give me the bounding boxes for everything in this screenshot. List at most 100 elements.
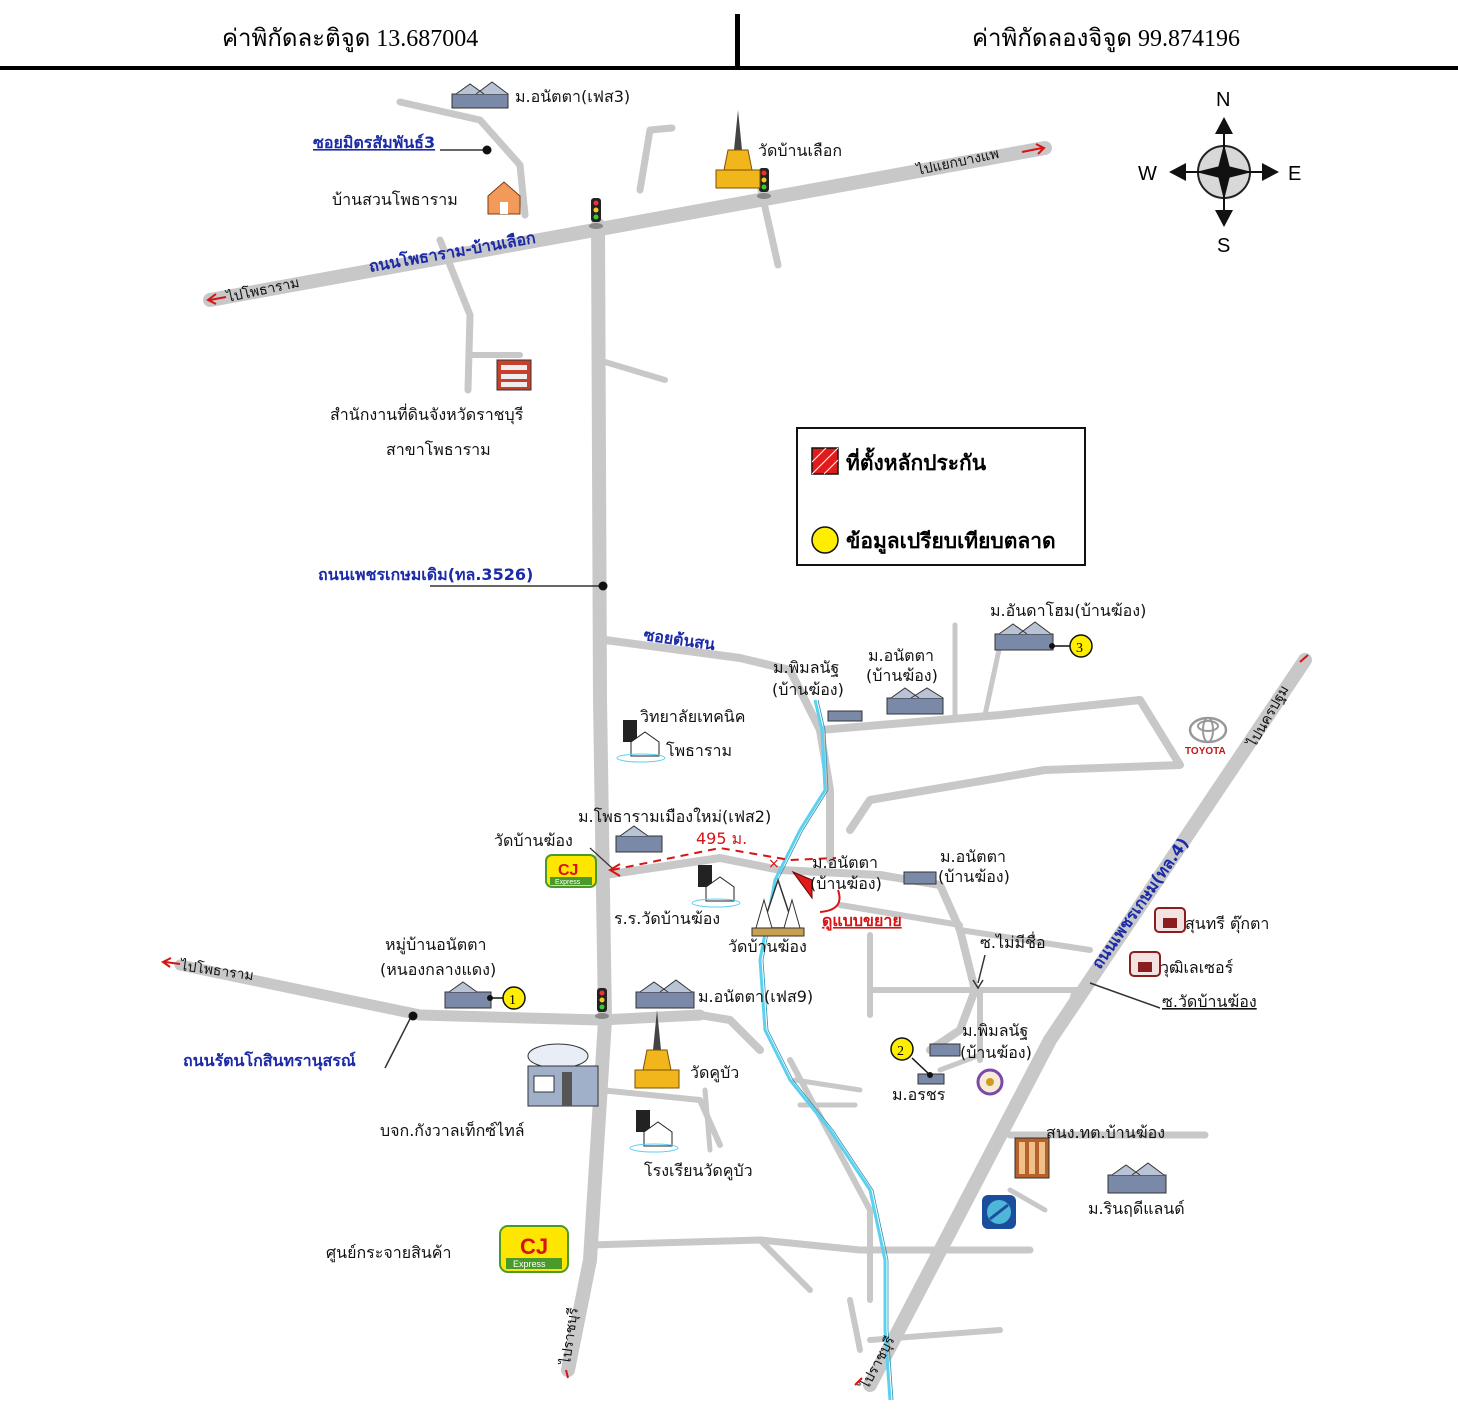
svg-text:TOYOTA: TOYOTA (1185, 746, 1226, 757)
label-road-rattanakosin: ถนนรัตนโกสินทรานุสรณ์ (183, 1050, 356, 1071)
legend-market-label: ข้อมูลเปรียบเทียบตลาด (846, 529, 1056, 555)
svg-text:ไปแยกบางแพ: ไปแยกบางแพ (914, 145, 1000, 179)
house-icon (615, 825, 663, 853)
house-icon (886, 687, 944, 715)
house-icon (1107, 1162, 1167, 1194)
label-ban-suan: บ้านสวนโพธาราม (332, 190, 458, 209)
house-icon (994, 621, 1054, 651)
market-marker-1: 1 (487, 986, 526, 1010)
compass-e: E (1288, 163, 1301, 185)
market-marker-2: 2 (890, 1037, 933, 1078)
label-photharam-new: ม.โพธารามเมืองใหม่(เฟส2) (578, 807, 771, 826)
label-wat-banmong: วัดบ้านฆ้อง (728, 937, 807, 956)
label-road-petchkasem-old: ถนนเพชรเกษมเดิม(ทล.3526) (318, 565, 533, 584)
factory-icon (527, 1043, 599, 1107)
river (758, 699, 892, 1401)
label-anta-home: ม.อันดาโฮม(บ้านฆ้อง) (990, 601, 1146, 620)
market-marker-3: 3 (1049, 634, 1093, 658)
label-anatta-phase9: ม.อนัตตา(เฟส9) (698, 987, 813, 1006)
header-divider (735, 14, 740, 68)
label-rinrudee: ม.รินฤดีแลนด์ (1088, 1199, 1185, 1218)
label-soi-mitsamphan: ซอยมิตรสัมพันธ์3 (313, 133, 435, 152)
label-land-office-2: สาขาโพธาราม (386, 440, 491, 459)
road-rattanakosin (174, 959, 706, 1026)
label-land-office-1: สำนักงานที่ดินจังหวัดราชบุรี (330, 403, 524, 425)
gas-station-icon (982, 1195, 1016, 1229)
collateral-marker (791, 870, 813, 900)
compass-n: N (1216, 89, 1230, 111)
house-icon (451, 81, 509, 109)
phone-shop-icon (1154, 907, 1186, 933)
svg-text:3: 3 (1076, 641, 1083, 656)
traffic-light-icon (595, 988, 609, 1019)
legend-market-swatch (811, 526, 839, 554)
compass-rose: N S E W (1138, 89, 1301, 257)
label-wat-khubon: วัดคูบัว (690, 1063, 739, 1083)
label-factory: บจก.กังวาลเท็กซ์ไทล์ (380, 1120, 525, 1140)
svg-text:ไปโพธาราม: ไปโพธาราม (224, 274, 301, 306)
temple-icon (634, 1010, 680, 1089)
svg-text:2: 2 (897, 1044, 904, 1059)
label-athorn: ม.อรชร (892, 1085, 946, 1104)
distance-line (611, 846, 837, 871)
label-pimon-2: ม.พิมลนัฐ (962, 1021, 1028, 1040)
office-building-icon (496, 359, 532, 391)
school-icon (691, 865, 741, 908)
label-sunthree: สุนทรี ตุ๊กตา (1185, 914, 1269, 934)
label-wutti: วุฒิเลเซอร์ (1160, 958, 1234, 978)
label-tech-college-1: วิทยาลัยเทคนิค (640, 707, 745, 726)
label-anatta-phase3: ม.อนัตตา(เฟส3) (515, 87, 630, 106)
school-icon (629, 1110, 679, 1153)
longitude-readout: ค่าพิกัดลองจิจูด 99.874196 (972, 26, 1241, 52)
house-icon (903, 871, 937, 885)
label-pimon-2b: (บ้านฆ้อง) (960, 1043, 1032, 1062)
temple-icon (751, 877, 805, 937)
label-anatta-right-b: (บ้านฆ้อง) (938, 867, 1010, 886)
legend-collateral-label: ที่ตั้งหลักประกัน (846, 447, 987, 475)
home-icon (487, 181, 521, 215)
label-wat-banluek: วัดบ้านเลือก (758, 141, 842, 160)
label-sonor: สนง.ทต.บ้านฆ้อง (1046, 1123, 1165, 1142)
label-village-1: หมู่บ้านอนัตตา (385, 935, 486, 955)
road-petchkasem-old (561, 218, 612, 1377)
svg-text:1: 1 (509, 993, 516, 1008)
road-photharam-banluek (203, 141, 1052, 307)
house-icon (444, 981, 492, 1009)
svg-text:Express: Express (555, 879, 581, 886)
svg-text:CJ: CJ (520, 1234, 548, 1259)
road-petchkasem (863, 653, 1312, 1392)
cross-mark: × (768, 856, 780, 872)
label-soi-wat-banmong: ซ.วัดบ้านฆ้อง (1162, 992, 1257, 1011)
label-anatta-right: ม.อนัตตา (940, 847, 1006, 866)
label-wat-banmong-left: วัดบ้านฆ้อง (494, 831, 573, 850)
traffic-light-icon (757, 168, 771, 199)
label-anatta-near: ม.อนัตตา (812, 853, 878, 872)
distance-label: 495 ม. (696, 829, 747, 848)
label-soi-nameless: ซ.ไม่มีชื่อ (980, 931, 1046, 952)
compass-w: W (1138, 163, 1157, 185)
phone-shop-icon (1129, 951, 1161, 977)
label-school-banmong: ร.ร.วัดบ้านฆ้อง (614, 909, 720, 928)
office-tower-icon (1014, 1137, 1050, 1179)
label-distribution: ศูนย์กระจายสินค้า (326, 1243, 451, 1263)
legend: ที่ตั้งหลักประกัน ข้อมูลเปรียบเทียบตลาด (796, 427, 1086, 566)
traffic-light-icon (589, 198, 603, 229)
label-pimon-1: ม.พิมลนัฐ (773, 658, 839, 677)
latitude-readout: ค่าพิกัดละติจูด 13.687004 (222, 26, 479, 52)
enlarged-link[interactable]: ดูแบบขยาย (822, 911, 902, 932)
svg-text:Express: Express (513, 1259, 546, 1269)
cj-express-logo-icon: CJ Express (499, 1225, 569, 1273)
toyota-logo-icon: TOYOTA (1185, 716, 1228, 757)
coordinate-header: ค่าพิกัดละติจูด 13.687004 ค่าพิกัดลองจิจ… (0, 0, 1458, 70)
cj-express-logo-icon: CJ Express (545, 854, 597, 888)
svg-text:ไปนครปฐม: ไปนครปฐม (1243, 682, 1292, 750)
svg-text:CJ: CJ (558, 862, 578, 879)
label-anatta-bm: ม.อนัตตา (868, 646, 934, 665)
temple-icon (715, 110, 761, 189)
house-icon (635, 979, 695, 1009)
label-pimon-1b: (บ้านฆ้อง) (772, 680, 844, 699)
label-tech-college-2: โพธาราม (666, 741, 732, 760)
label-school-khubon: โรงเรียนวัดคูบัว (644, 1161, 753, 1181)
house-icon (827, 710, 863, 722)
